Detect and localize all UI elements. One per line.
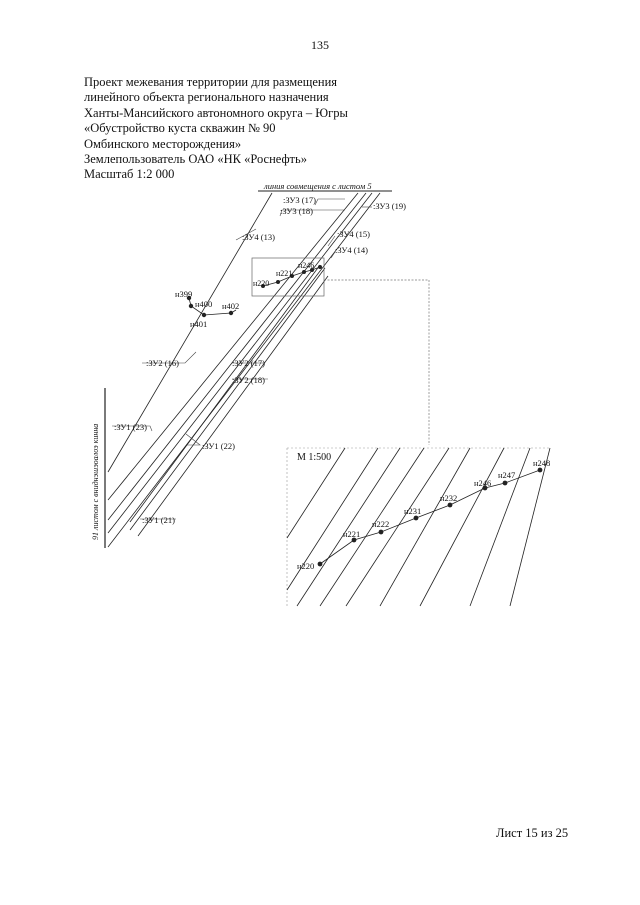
plot-labels: :ЗУ3 (17) :ЗУ3 (18) :ЗУ3 (19) :ЗУ4 (13) … (114, 195, 406, 525)
header-line: Омбинского месторождения» (84, 136, 242, 151)
header-line: Землепользователь ОАО «НК «Роснефть» (84, 152, 307, 167)
plot-label: :ЗУ2 (16) (146, 358, 179, 368)
label-leaders (112, 198, 372, 520)
plot-label: :ЗУ1 (21) (142, 515, 175, 525)
plot-label: :ЗУ3 (18) (280, 206, 313, 216)
inset-scale-label: М 1:500 (297, 452, 331, 463)
inset-point-label: н221 (343, 529, 360, 539)
point-label: н402 (222, 301, 239, 311)
match-line-top-label: линия совмещения с листом 5 (263, 181, 372, 191)
header-line: Ханты-Мансийского автономного округа – Ю… (84, 105, 348, 120)
plot-label: :ЗУ1 (22) (202, 441, 235, 451)
plot-label: :ЗУ4 (14) (335, 245, 368, 255)
plot-label: :ЗУ4 (13) (242, 232, 275, 242)
detail-leader (324, 279, 430, 445)
sheet-number: Лист 15 из 25 (496, 826, 569, 840)
inset-corridor-lines (286, 447, 551, 607)
header-line: линейного объекта регионального назначен… (84, 90, 329, 105)
document-header: Проект межевания территории для размещен… (84, 75, 444, 183)
plot-label: :ЗУ2 (18) (232, 375, 265, 385)
plot-label: :ЗУ1 (23) (114, 422, 147, 432)
inset-point-label: н247 (498, 470, 515, 480)
point-label: н220 (253, 279, 269, 288)
inset-point-label: н248 (533, 458, 550, 468)
page-number: 135 (311, 38, 329, 52)
boundary-points (186, 295, 234, 318)
inset-point-label: н246 (474, 478, 491, 488)
scale-line: Масштаб 1:2 000 (84, 167, 175, 182)
point-label: н400 (195, 299, 212, 309)
point-label: н401 (190, 319, 207, 329)
point-label: н246 (298, 261, 314, 270)
inset-point-label: н232 (440, 493, 457, 503)
plot-label: :ЗУ3 (19) (373, 201, 406, 211)
inset-point-line (319, 469, 541, 565)
header-line: «Обустройство куста скважин № 90 (84, 121, 276, 136)
point-label: н221 (276, 269, 292, 278)
plot-label: :ЗУ2 (17) (232, 358, 265, 368)
header-line: Проект межевания территории для размещен… (84, 75, 338, 89)
inset-points (317, 467, 543, 567)
inset-point-label: н222 (372, 519, 389, 529)
inset-point-label: н220 (297, 561, 314, 571)
plot-label: :ЗУ4 (15) (337, 229, 370, 239)
detail-frame (251, 257, 325, 297)
inset-panel: М 1:500 н220 н221 н222 н231 н232 (286, 447, 551, 607)
match-line-left-label: 91 листом с вниднэшэоaлоэ кинна (91, 424, 100, 540)
frame-points (261, 265, 322, 288)
inset-point-label: н231 (404, 506, 421, 516)
plot-label: :ЗУ3 (17) (283, 195, 316, 205)
point-label: н399 (175, 289, 192, 299)
